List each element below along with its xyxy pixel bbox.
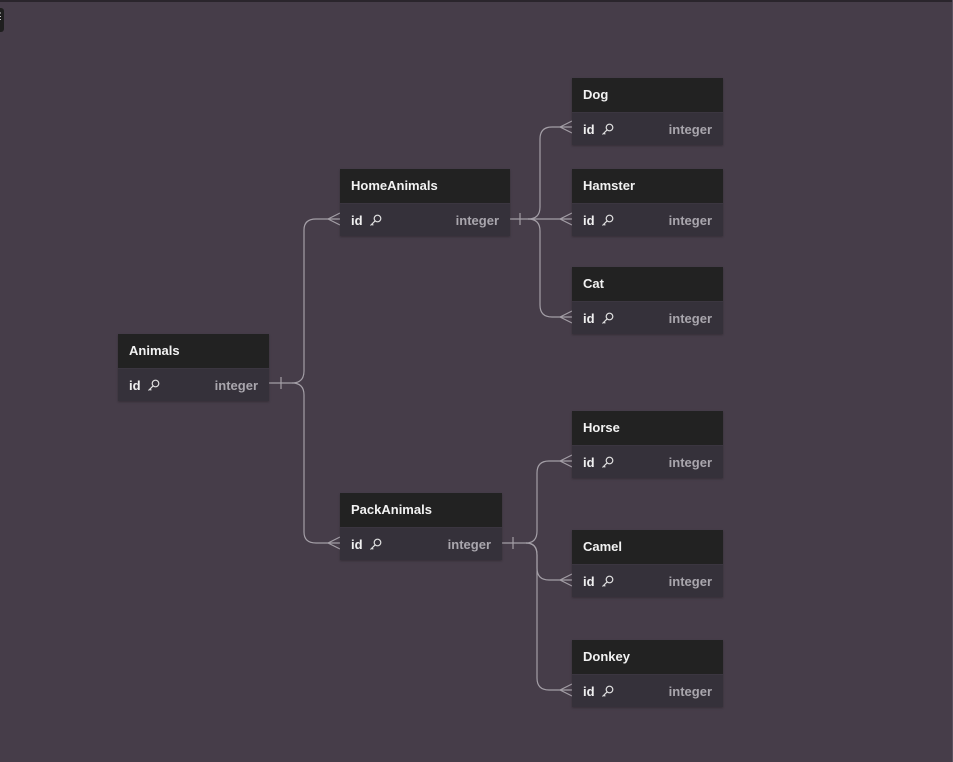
key-icon (602, 214, 614, 226)
column-name: id (583, 213, 595, 228)
key-icon (602, 123, 614, 135)
column-name: id (351, 537, 363, 552)
key-icon (602, 575, 614, 587)
column-row[interactable]: id integer (340, 527, 502, 560)
table-title[interactable]: Animals (118, 334, 269, 368)
table-donkey[interactable]: Donkey id integer (572, 640, 723, 707)
column-type: integer (214, 378, 258, 393)
key-icon (370, 538, 382, 550)
column-name: id (351, 213, 363, 228)
table-camel[interactable]: Camel id integer (572, 530, 723, 597)
key-icon (148, 379, 160, 391)
column-type: integer (668, 574, 712, 589)
key-icon (602, 312, 614, 324)
table-hamster[interactable]: Hamster id integer (572, 169, 723, 236)
column-name: id (583, 455, 595, 470)
link-animals-packanimals (291, 382, 340, 544)
table-title[interactable]: Hamster (572, 169, 723, 203)
canvas-handle-icon[interactable]: ⋮ (0, 8, 5, 32)
column-row[interactable]: id integer (572, 564, 723, 597)
column-type: integer (668, 122, 712, 137)
link-packanimals-donkey (525, 542, 572, 691)
link-homeanimals-cat (527, 218, 572, 318)
column-name: id (583, 574, 595, 589)
table-animals[interactable]: Animals id integer (118, 334, 269, 401)
link-animals-homeanimals (269, 218, 340, 384)
column-type: integer (668, 213, 712, 228)
link-packanimals-horse (502, 460, 572, 544)
column-type: integer (668, 455, 712, 470)
column-row[interactable]: id integer (118, 368, 269, 401)
link-homeanimals-dog (510, 126, 572, 220)
key-icon (602, 456, 614, 468)
table-horse[interactable]: Horse id integer (572, 411, 723, 478)
column-row[interactable]: id integer (572, 674, 723, 707)
column-row[interactable]: id integer (572, 301, 723, 334)
column-type: integer (455, 213, 499, 228)
table-title[interactable]: PackAnimals (340, 493, 502, 527)
table-dog[interactable]: Dog id integer (572, 78, 723, 145)
top-border (0, 0, 953, 2)
table-title[interactable]: HomeAnimals (340, 169, 510, 203)
column-row[interactable]: id integer (572, 112, 723, 145)
column-type: integer (668, 311, 712, 326)
key-icon (602, 685, 614, 697)
column-name: id (129, 378, 141, 393)
table-packanimals[interactable]: PackAnimals id integer (340, 493, 502, 560)
column-type: integer (668, 684, 712, 699)
table-title[interactable]: Camel (572, 530, 723, 564)
table-title[interactable]: Dog (572, 78, 723, 112)
key-icon (370, 214, 382, 226)
table-cat[interactable]: Cat id integer (572, 267, 723, 334)
table-homeanimals[interactable]: HomeAnimals id integer (340, 169, 510, 236)
column-row[interactable]: id integer (572, 445, 723, 478)
column-row[interactable]: id integer (340, 203, 510, 236)
column-row[interactable]: id integer (572, 203, 723, 236)
column-name: id (583, 684, 595, 699)
table-title[interactable]: Cat (572, 267, 723, 301)
link-packanimals-camel (525, 542, 572, 581)
column-name: id (583, 311, 595, 326)
table-title[interactable]: Horse (572, 411, 723, 445)
table-title[interactable]: Donkey (572, 640, 723, 674)
column-type: integer (447, 537, 491, 552)
column-name: id (583, 122, 595, 137)
